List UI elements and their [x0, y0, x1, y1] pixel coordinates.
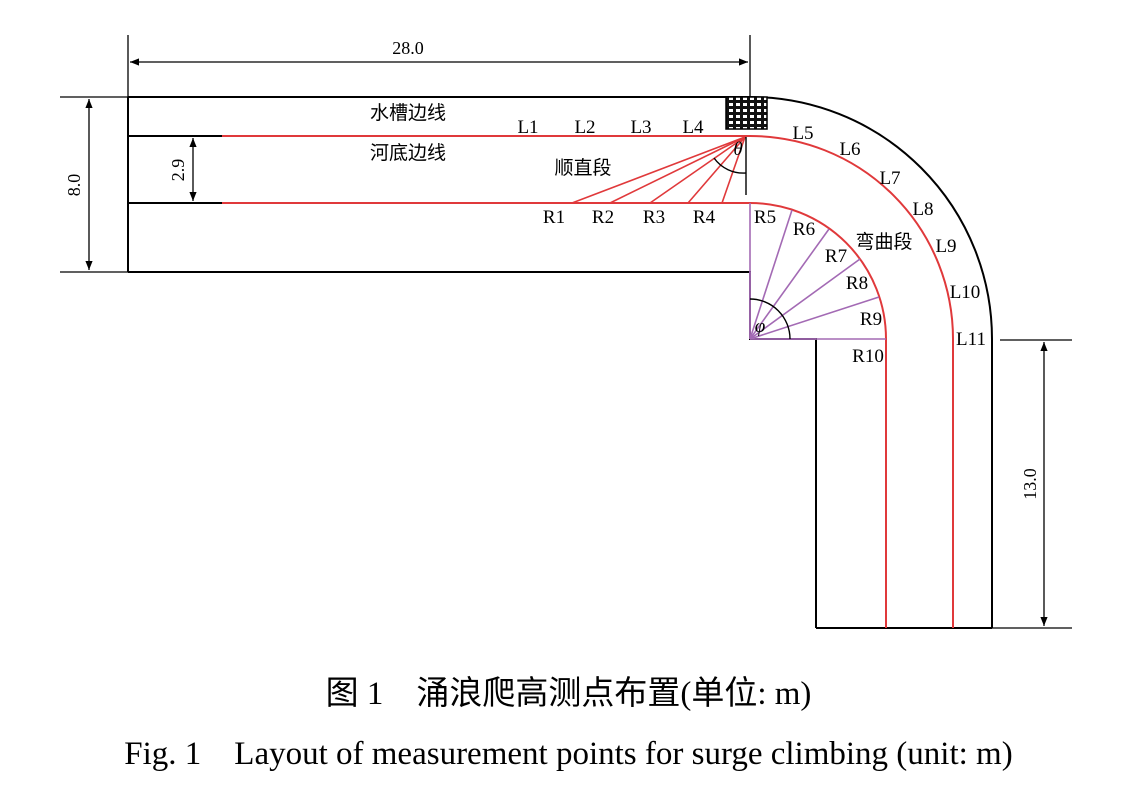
flume-layout-diagram: 28.0 8.0 2.9 13.0 水槽边线 河底边线 顺直段 弯曲段 θ φ … — [60, 35, 1072, 629]
caption-chinese: 图 1 涌浪爬高测点布置(单位: m) — [325, 676, 812, 712]
point-L2: L2 — [574, 117, 595, 138]
wave-generator-block — [725, 96, 768, 130]
point-R3: R3 — [643, 207, 665, 228]
bend-section-rays — [749, 203, 886, 340]
riverbed-tick-marks — [128, 135, 222, 204]
straight-section-label: 顺直段 — [554, 157, 611, 179]
dim-28: 28.0 — [392, 38, 424, 58]
point-L6: L6 — [839, 139, 860, 160]
phi-symbol: φ — [755, 316, 766, 337]
point-R8: R8 — [846, 273, 868, 294]
point-L11: L11 — [956, 329, 986, 350]
caption-english: Fig. 1 Layout of measurement points for … — [124, 736, 1013, 772]
bend-section-label: 弯曲段 — [855, 231, 912, 253]
riverbed-edges — [222, 135, 954, 628]
point-R6: R6 — [793, 219, 815, 240]
point-R1: R1 — [543, 207, 565, 228]
straight-section-rays — [571, 136, 746, 204]
point-L8: L8 — [912, 199, 933, 220]
point-L3: L3 — [630, 117, 651, 138]
theta-angle-arc — [713, 157, 747, 174]
dim-8: 8.0 — [64, 174, 84, 197]
left-riverbed-line — [222, 135, 954, 628]
right-riverbed-line — [222, 202, 887, 628]
flume-edge-label: 水槽边线 — [370, 102, 446, 124]
dim-2-9: 2.9 — [168, 159, 188, 182]
point-R10: R10 — [852, 346, 884, 367]
point-L5: L5 — [792, 123, 813, 144]
point-R5: R5 — [754, 207, 776, 228]
inner-wall — [128, 271, 817, 628]
point-R7: R7 — [825, 246, 847, 267]
dim-13: 13.0 — [1020, 468, 1040, 500]
outer-wall — [128, 96, 993, 628]
point-L7: L7 — [879, 168, 900, 189]
riverbed-edge-label: 河底边线 — [370, 142, 446, 164]
phi-angle-arc — [749, 298, 791, 340]
theta-symbol: θ — [733, 139, 742, 160]
point-L1: L1 — [517, 117, 538, 138]
point-L4: L4 — [682, 117, 704, 138]
point-L10: L10 — [950, 282, 981, 303]
point-R9: R9 — [860, 309, 882, 330]
point-R2: R2 — [592, 207, 614, 228]
point-R4: R4 — [693, 207, 716, 228]
dimension-lines — [60, 35, 1072, 629]
point-L9: L9 — [935, 236, 956, 257]
